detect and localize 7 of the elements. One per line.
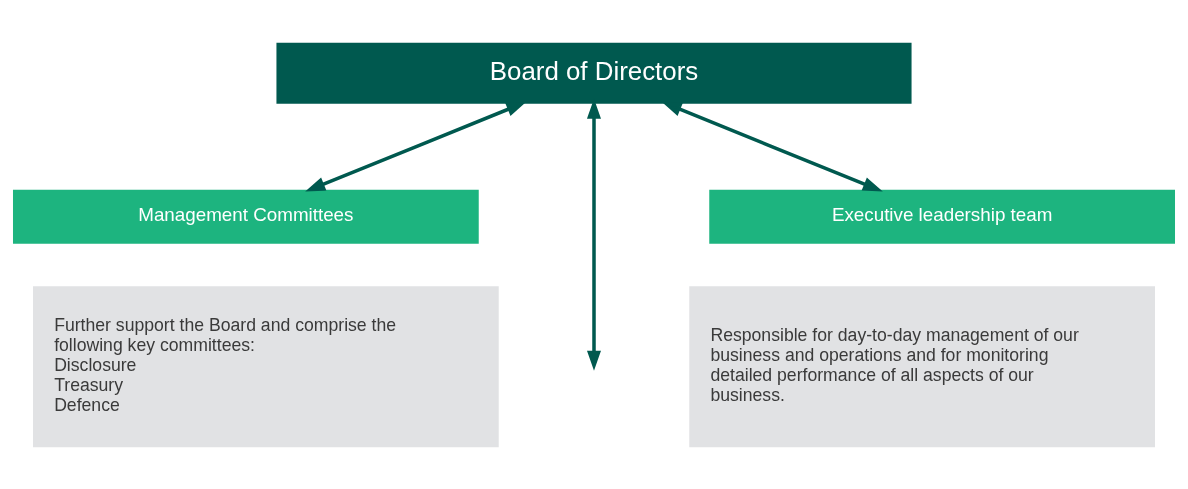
node-box: Responsible for day-to-day management of our business and operations and for monitoring detailed performance of all aspects of our business. [689,285,1155,447]
node-box: Executive leadership team [709,189,1175,244]
node-box: Board of Directors [276,42,912,104]
node-box: Further support the Board and comprise the following key committees: Disclosure Treasury Defence [33,285,499,447]
arrow [305,101,527,192]
arrow [661,101,883,192]
node-box: Management Committees [13,189,479,244]
